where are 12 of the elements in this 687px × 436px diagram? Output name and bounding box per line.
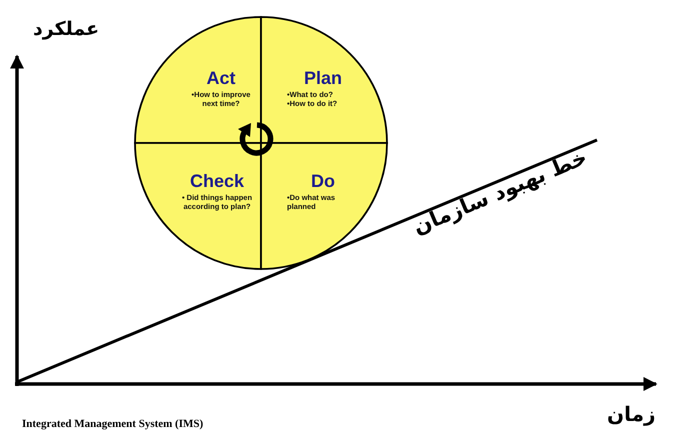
phase-title: Plan xyxy=(302,68,343,88)
line-label: خط بهبود سازمان xyxy=(410,145,590,239)
quadrant xyxy=(261,143,387,269)
phase-title: Do xyxy=(310,171,336,191)
quadrant xyxy=(135,143,261,269)
phase-title: Check xyxy=(188,171,246,191)
axis-label: زمان xyxy=(607,402,656,426)
quadrant xyxy=(135,17,261,143)
footer-note: Integrated Management System (IMS) xyxy=(22,418,204,430)
phase-title: Act xyxy=(205,68,236,88)
quadrant xyxy=(261,17,387,143)
axis-label: عملکرد xyxy=(33,18,100,40)
